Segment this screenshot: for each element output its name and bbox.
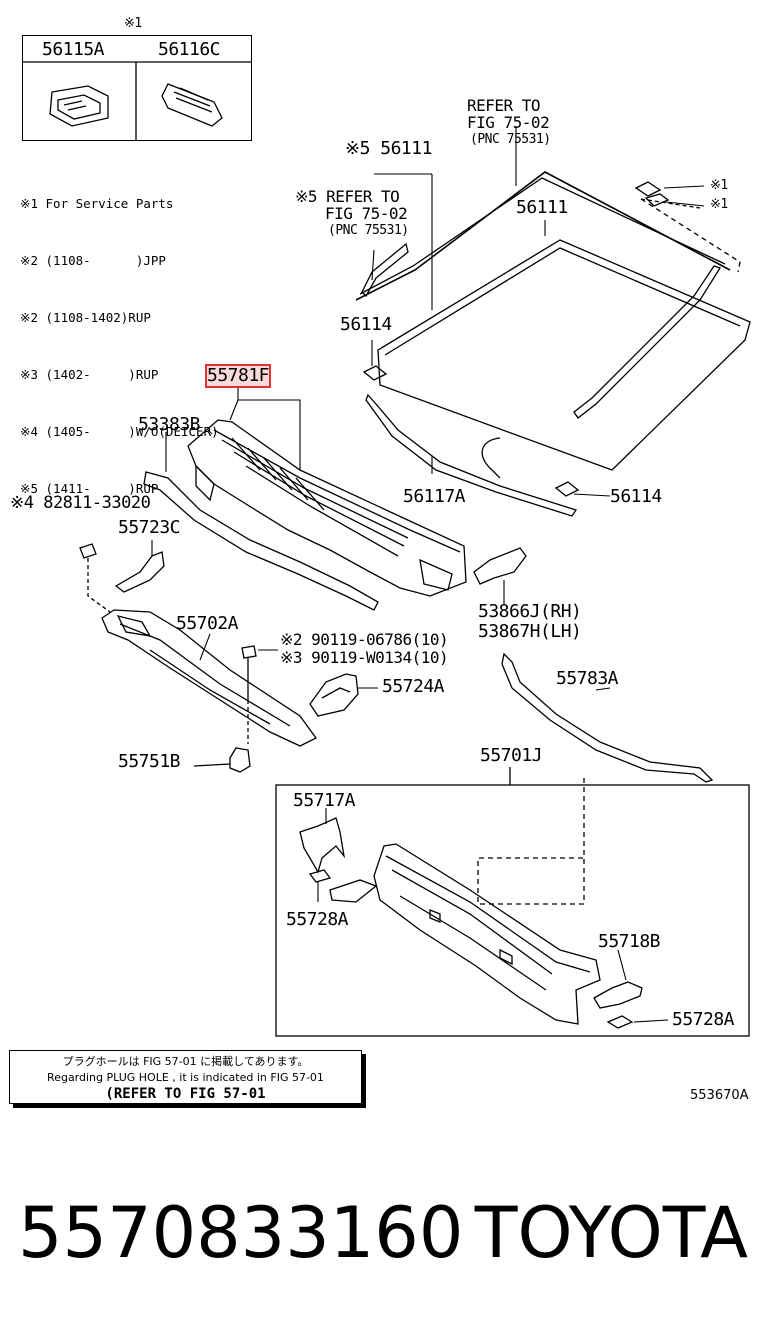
- refer-top-line1: REFER TO: [467, 96, 541, 115]
- part-82811-label: ※4 82811-33020: [10, 493, 151, 513]
- parts-diagram: [22, 61, 751, 1037]
- part-56111-top-label: ※5 56111: [345, 138, 432, 159]
- refer-left-line3: (PNC 75531): [328, 223, 409, 238]
- refer-left-line2: FIG 75-02: [325, 204, 408, 223]
- part-55723c-label: 55723C: [118, 517, 181, 538]
- part-55724a-label: 55724A: [382, 676, 445, 697]
- bracket-55717a-drawing: [299, 817, 346, 874]
- remark-reference: (REFER TO FIG 57-01: [105, 1086, 266, 1102]
- louver-55702a-drawing: [101, 609, 317, 747]
- part-55728a-right-label: 55728A: [672, 1009, 735, 1030]
- note-line: ※3 (1402- )RUP: [20, 367, 159, 382]
- part-55718b-label: 55718B: [598, 931, 661, 952]
- part-56114-bottom-label: 56114: [610, 486, 662, 507]
- part-53866j-label: 53866J(RH): [478, 601, 582, 622]
- service-parts-box: [22, 35, 252, 141]
- windshield-glass-drawing: [355, 171, 751, 517]
- clip-55751b-drawing: [193, 747, 251, 773]
- part-55783a-label: 55783A: [556, 668, 619, 689]
- remark-japanese: プラグホールは FIG 57-01 に掲載してあります。: [62, 1055, 309, 1068]
- shim-55728a-right-drawing: [606, 1015, 634, 1029]
- clip-82811-drawing: [79, 543, 97, 559]
- part-56117a-label: 56117A: [403, 486, 466, 507]
- part-55701j-label: 55701J: [480, 745, 543, 766]
- part-90119-b-label: ※3 90119-W0134(10): [280, 648, 449, 667]
- part-90119-a-label: ※2 90119-06786(10): [280, 630, 449, 649]
- lower-group-box: [275, 784, 750, 1037]
- bracket-55718b-drawing: [593, 981, 643, 1009]
- service-mark-2: ※1: [710, 197, 728, 212]
- service-mark-1: ※1: [710, 178, 728, 193]
- note-line: ※2 (1108-1402)RUP: [20, 310, 151, 325]
- cowl-panel-drawing: [187, 419, 467, 597]
- note-line: ※2 (1108- )JPP: [20, 253, 166, 268]
- part-55781f-label: 55781F: [204, 364, 272, 388]
- part-55717a-label: 55717A: [293, 790, 356, 811]
- clip-56115a-drawing: [49, 85, 109, 127]
- applicability-notes: ※1 For Service Parts ※2 (1108- )JPP ※2 (…: [20, 156, 219, 517]
- cowl-lower-panel-drawing: [329, 843, 601, 1025]
- leader-lines: [151, 126, 705, 1023]
- part-53867h-label: 53867H(LH): [478, 621, 582, 642]
- plug-hole-remark: プラグホールは FIG 57-01 に掲載してあります。 Regarding P…: [9, 1050, 362, 1104]
- part-56111-glass-label: 56111: [516, 197, 568, 218]
- refer-top-line2: FIG 75-02: [467, 113, 550, 132]
- part-56115a-label: 56115A: [42, 39, 105, 60]
- part-55751b-label: 55751B: [118, 751, 181, 772]
- remark-english: Regarding PLUG HOLE , it is indicated in…: [47, 1071, 324, 1084]
- shim-55728a-left-drawing: [308, 869, 332, 883]
- bracket-55724a-drawing: [309, 673, 359, 717]
- part-56114-top-label: 56114: [340, 314, 392, 335]
- part-53383b-label: 53383B: [138, 414, 201, 435]
- service-parts-mark: ※1: [124, 16, 142, 31]
- clip-56116c-drawing: [161, 83, 223, 127]
- part-55728a-left-label: 55728A: [286, 909, 349, 930]
- footer: 5570833160 TOYOTA: [18, 1188, 748, 1278]
- figure-code: 553670A: [690, 1088, 749, 1103]
- fender-bracket-drawing: [473, 547, 527, 585]
- cowl-seal-drawing: [501, 652, 714, 783]
- part-number: 5570833160: [18, 1192, 464, 1274]
- brand-name: TOYOTA: [474, 1192, 748, 1274]
- hood-seal-drawing: [143, 471, 379, 611]
- part-56116c-label: 56116C: [158, 39, 221, 60]
- note-line: ※4 (1405- )W/O(DEICER): [20, 424, 219, 439]
- refer-top-line3: (PNC 75531): [470, 132, 551, 147]
- note-line: ※1 For Service Parts: [20, 196, 174, 211]
- part-55702a-label: 55702A: [176, 613, 239, 634]
- refer-left-line1: ※5 REFER TO: [295, 187, 400, 206]
- brace-55723c-drawing: [114, 551, 165, 593]
- note-line: ※5 (1411- )RUP: [20, 481, 159, 496]
- bolt-90119-drawing: [241, 645, 257, 744]
